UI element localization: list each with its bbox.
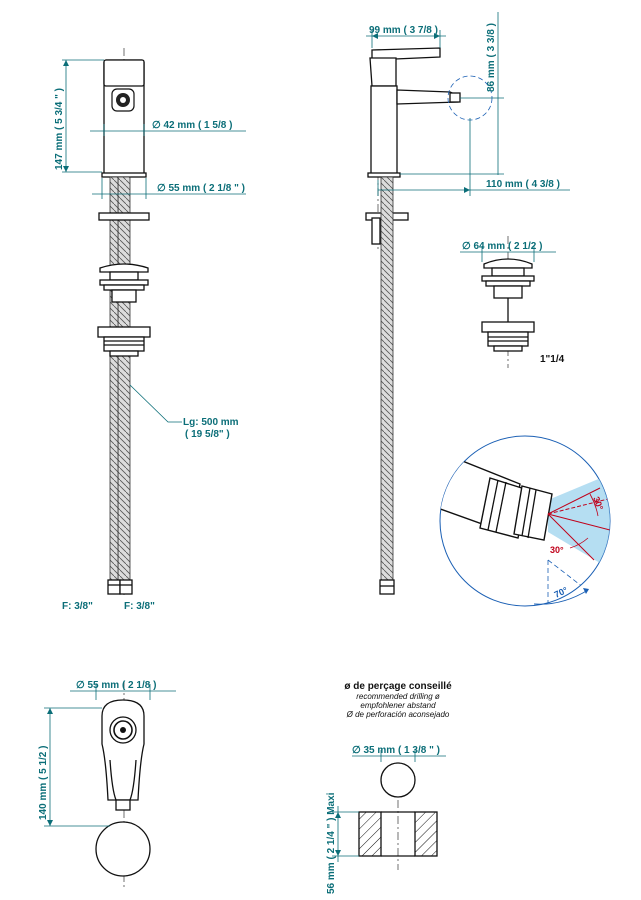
drilling-line-de: empfohlener abstand (360, 701, 436, 710)
height-dimension: 147 mm ( 5 3/4 " ) (54, 88, 65, 170)
top-length-dimension: 140 mm ( 5 1/2 ) (38, 746, 49, 820)
hose-length-label: Lg: 500 mm (183, 417, 239, 428)
depth-dimension: 99 mm ( 3 7/8 ) (369, 25, 438, 36)
waste-diameter-dimension: ∅ 64 mm ( 2 1/2 ) (462, 241, 542, 252)
top-diameter-dimension: ∅ 55 mm ( 2 1/8 ) (76, 680, 156, 691)
angle-top-label: 30° (591, 495, 605, 512)
hose-length-imperial: ( 19 5/8" ) (185, 429, 230, 440)
base-diameter-dimension: ∅ 55 mm ( 2 1/8 " ) (157, 183, 245, 194)
reach-dimension: 110 mm ( 4 3/8 ) (486, 179, 560, 190)
nozzle-angle-detail: 30° 30° 70° (439, 435, 611, 607)
drilling-line-en: recommended drilling ø (356, 692, 440, 701)
drilling-section: ø de perçage conseillé recommended drill… (326, 681, 452, 894)
side-view: 99 mm ( 3 7/8 ) 86 mm ( 3 3/8 ) 110 mm (… (365, 12, 570, 595)
drilling-title: ø de perçage conseillé (344, 681, 452, 692)
top-view: ∅ 55 mm ( 2 1/8 ) 140 mm ( 5 1/2 ) (38, 680, 176, 890)
body-diameter-dimension: ∅ 42 mm ( 1 5/8 ) (152, 120, 232, 131)
waste-detail: ∅ 64 mm ( 2 1/2 ) 1"1/4 (460, 236, 565, 368)
front-view: 147 mm ( 5 3/4 " ) ∅ 42 mm ( 1 5/8 ) ∅ 5… (54, 48, 246, 612)
spout-height-dimension: 86 mm ( 3 3/8 ) (486, 23, 497, 92)
fitting-left-label: F: 3/8" (62, 601, 93, 612)
waste-thread-label: 1"1/4 (540, 354, 565, 365)
fitting-right-label: F: 3/8" (124, 601, 155, 612)
max-thickness-dimension: 56 mm ( 2 1/4 " ) Maxi (326, 792, 337, 894)
hole-diameter-dimension: ∅ 35 mm ( 1 3/8 " ) (352, 745, 440, 756)
angle-bottom-label: 30° (550, 545, 564, 555)
drilling-line-es: Ø de perforación aconsejado (346, 710, 450, 719)
